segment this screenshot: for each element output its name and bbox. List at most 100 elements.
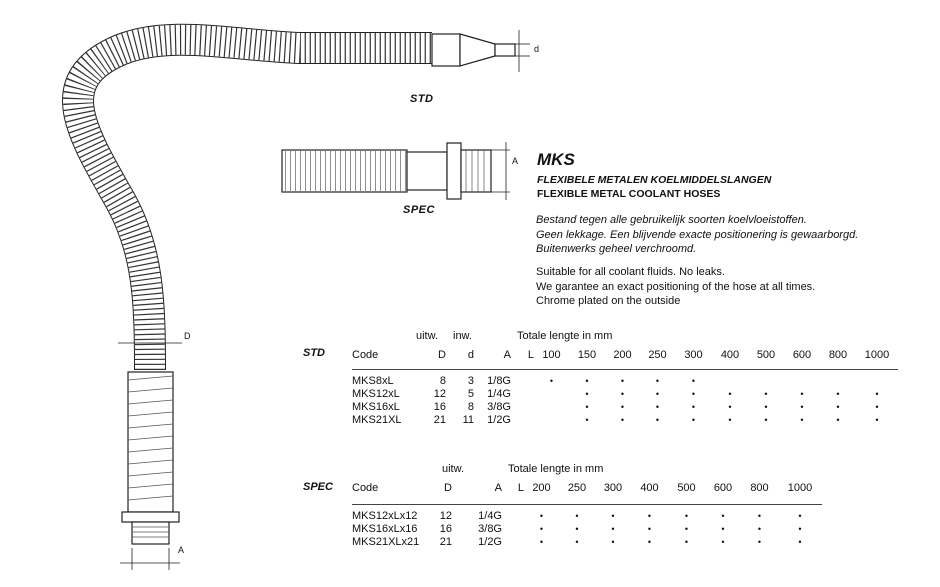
code-cell: MKS21XLx21 — [352, 535, 420, 548]
lengths-header: Totale lengte in mm — [508, 463, 604, 475]
length-header: 1000 — [864, 349, 890, 361]
code-cell: MKS16xL — [352, 400, 400, 413]
length-header: 250 — [648, 349, 667, 361]
availability-cell: • — [728, 401, 732, 412]
availability-cell: • — [691, 401, 696, 412]
availability-cell: • — [728, 414, 732, 425]
spec-dim-A — [491, 142, 510, 200]
thread-cell: 1/4G — [487, 387, 511, 400]
thread-cell: 3/8G — [487, 400, 511, 413]
dim-d-label: d — [534, 44, 540, 54]
availability-cell: • — [539, 510, 544, 521]
availability-cell: • — [798, 510, 802, 521]
description-line: Buitenwerks geheel verchroomd. — [536, 243, 697, 255]
subtitle-english: FLEXIBLE METAL COOLANT HOSES — [537, 188, 721, 200]
description-line: Chrome plated on the outside — [536, 295, 681, 307]
length-header: 500 — [677, 482, 696, 494]
availability-cell: • — [620, 388, 625, 399]
availability-cell: • — [721, 510, 725, 521]
availability-cell: • — [764, 401, 768, 412]
outer-diameter-cell: 21 — [433, 413, 446, 426]
availability-cell: • — [800, 401, 804, 412]
availability-cell: • — [655, 375, 660, 386]
outer-diameter-cell: 21 — [439, 535, 452, 548]
spacer-cell — [511, 400, 534, 413]
col-A-header: A — [503, 349, 511, 361]
availability-cell: • — [728, 388, 732, 399]
availability-cell: • — [575, 510, 579, 521]
availability-cell: • — [549, 375, 554, 386]
thread-cell: 1/2G — [478, 535, 502, 548]
inner-diameter-cell: 5 — [467, 387, 474, 400]
spacer-cell — [511, 374, 534, 387]
availability-cell: • — [836, 401, 840, 412]
length-header: 300 — [603, 482, 623, 494]
spec-table-rule — [352, 504, 822, 505]
col-code-header: Code — [352, 482, 379, 494]
availability-cell: • — [655, 401, 660, 412]
availability-cell — [784, 374, 820, 387]
availability-cell: • — [798, 536, 802, 547]
length-header: 800 — [750, 482, 769, 494]
availability-cell: • — [684, 510, 689, 521]
availability-cell: • — [585, 401, 589, 412]
std-nozzle — [431, 33, 516, 67]
availability-cell: • — [585, 414, 589, 425]
subtitle-dutch: FLEXIBELE METALEN KOELMIDDELSLANGEN — [537, 174, 772, 186]
availability-cell: • — [539, 536, 544, 547]
availability-cell: • — [836, 414, 840, 425]
col-inw-label: inw. — [453, 330, 472, 342]
outer-diameter-cell: 12 — [439, 509, 452, 522]
availability-cell: • — [721, 536, 725, 547]
availability-cell: • — [620, 375, 625, 386]
product-title: MKS — [537, 150, 575, 169]
std-table-rule — [352, 369, 898, 370]
std-table: uitw.inw. Totale lengte in mm Code D d A… — [352, 330, 898, 426]
dim-A-spec-label: A — [512, 156, 519, 166]
description-english: Suitable for all coolant fluids. No leak… — [536, 265, 815, 309]
std-section-label: STD — [303, 347, 325, 359]
availability-cell: • — [800, 388, 804, 399]
availability-cell — [534, 413, 569, 426]
inner-diameter-cell: 11 — [462, 413, 474, 426]
thread-cell: 1/4G — [478, 509, 502, 522]
dim-A-bottom-label: A — [178, 545, 185, 555]
inner-diameter-cell: 3 — [467, 374, 474, 387]
availability-cell: • — [684, 536, 689, 547]
availability-cell: • — [691, 375, 696, 386]
description-line: Bestand tegen alle gebruikelijk soorten … — [536, 214, 807, 226]
availability-cell: • — [836, 388, 840, 399]
availability-cell: • — [875, 414, 879, 425]
code-cell: MKS12xLx12 — [352, 509, 418, 522]
spacer-cell — [502, 522, 524, 535]
length-header: 200 — [532, 482, 551, 494]
thread-cell: 3/8G — [478, 522, 502, 535]
outer-diameter-cell: 12 — [433, 387, 446, 400]
spec-section-label: SPEC — [303, 481, 333, 493]
availability-cell — [712, 374, 748, 387]
inner-diameter-cell: 8 — [467, 400, 474, 413]
spacer-cell — [511, 413, 534, 426]
availability-cell: • — [721, 523, 725, 534]
availability-cell: • — [655, 414, 660, 425]
availability-cell: • — [647, 510, 652, 521]
availability-cell — [534, 400, 569, 413]
availability-cell: • — [611, 523, 615, 534]
availability-cell: • — [757, 510, 762, 521]
availability-cell: • — [757, 536, 762, 547]
length-header: 250 — [567, 482, 587, 494]
std-drawing-label: STD — [410, 93, 434, 105]
description-dutch: Bestand tegen alle gebruikelijk soorten … — [536, 213, 858, 257]
hose-bottom-fitting — [121, 371, 180, 545]
availability-cell: • — [684, 523, 689, 534]
col-L-header: L — [527, 349, 534, 361]
length-header: 400 — [720, 349, 740, 361]
spec-drawing-label: SPEC — [403, 204, 435, 216]
col-D-header: D — [438, 349, 446, 361]
col-code-header: Code — [352, 349, 379, 361]
availability-cell: • — [620, 414, 625, 425]
